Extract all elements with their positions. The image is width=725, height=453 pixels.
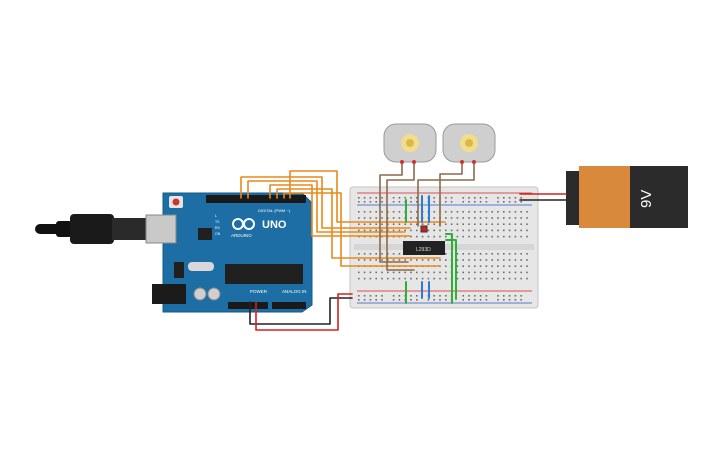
wire — [255, 293, 353, 331]
l293d-driver-chip: L293D — [403, 241, 445, 255]
wires — [240, 160, 567, 331]
analog-header-label: ANALOG IN — [282, 289, 307, 294]
status-led-labels: L TX RX ON — [215, 214, 221, 236]
wire — [417, 161, 475, 227]
breadboard-holes — [358, 197, 528, 301]
board-brand: ARDUINO — [231, 233, 252, 238]
wire — [283, 192, 441, 267]
wire — [386, 161, 415, 271]
board-model: UNO — [262, 219, 287, 231]
wire — [276, 188, 441, 259]
led-label: ON — [215, 232, 221, 236]
motor-terminal — [412, 160, 416, 164]
power-jack — [152, 284, 186, 304]
crystal — [188, 262, 214, 271]
chip-label: L293D — [416, 247, 431, 253]
analog-pin-header — [272, 302, 306, 309]
arduino-board: UNO ARDUINO DIGITAL (PWM ~) POWER ANALOG… — [145, 192, 313, 313]
atmega-chip — [225, 264, 303, 284]
power-header-label: POWER — [250, 289, 268, 294]
led-label: L — [215, 214, 217, 218]
wire — [240, 176, 411, 229]
motor-terminal — [400, 160, 404, 164]
wire — [289, 170, 446, 223]
battery-9v: 9V — [566, 166, 688, 228]
wire — [247, 180, 406, 233]
capacitor — [207, 287, 221, 301]
wire — [269, 184, 411, 237]
dc-motor-right — [442, 123, 496, 163]
motor-terminal — [460, 160, 464, 164]
usb-port — [145, 214, 177, 244]
motor-terminal — [472, 160, 476, 164]
capacitor — [193, 287, 207, 301]
chip-notch-marker — [420, 225, 428, 233]
arduino-logo-icon — [232, 218, 255, 230]
power-pin-header — [228, 302, 268, 309]
led-label: RX — [215, 226, 221, 230]
led-label: TX — [215, 220, 220, 224]
dc-motor-left — [383, 123, 437, 163]
battery-label: 9V — [638, 190, 655, 208]
digital-header-label: DIGITAL (PWM ~) — [258, 208, 291, 213]
digital-header — [206, 195, 306, 203]
wire — [445, 239, 457, 300]
wire — [439, 161, 463, 227]
wire — [445, 233, 453, 304]
wire — [379, 161, 409, 263]
